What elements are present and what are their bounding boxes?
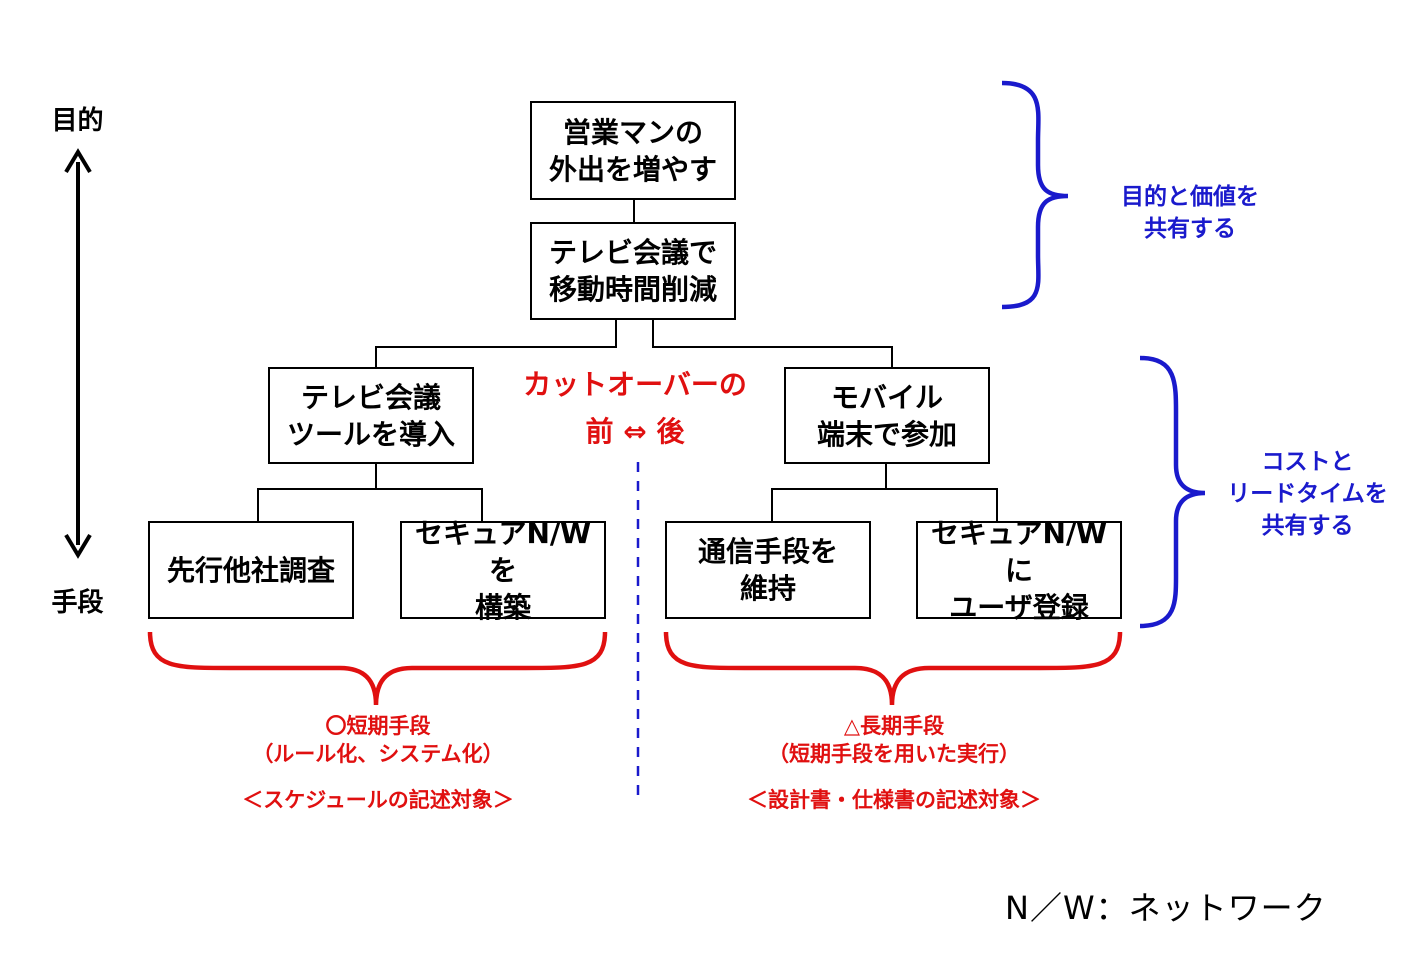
purpose-brace — [1001, 80, 1069, 310]
footnote-abbreviation: N／W：ネットワーク — [1005, 889, 1327, 927]
node-root: 営業マンの 外出を増やす — [530, 101, 736, 200]
long-term-scope: ＜設計書・仕様書の記述対象＞ — [747, 788, 1041, 812]
cost-brace — [1139, 355, 1206, 629]
axis-top-label: 目的 — [51, 106, 104, 136]
node-level2: テレビ会議で 移動時間削減 — [530, 222, 736, 320]
cutover-before-after: 前 ⇔ 後 — [585, 415, 685, 448]
purpose-means-axis-arrow — [64, 148, 92, 559]
node-left-mid: テレビ会議 ツールを導入 — [268, 367, 474, 464]
node-leaf-2: セキュアN/Wを 構築 — [400, 517, 606, 624]
node-right-mid: モバイル 端末で参加 — [784, 367, 990, 464]
short-term-scope: ＜スケジュールの記述対象＞ — [242, 788, 514, 812]
long-term-brace — [663, 631, 1123, 706]
node-leaf-4: セキュアN/Wに ユーザ登録 — [916, 517, 1122, 624]
axis-bottom-label: 手段 — [51, 588, 104, 618]
purpose-brace-label: 目的と価値を 共有する — [1121, 184, 1259, 242]
long-term-detail: （短期手段を用いた実行） — [768, 742, 1020, 766]
short-term-brace — [147, 631, 608, 706]
long-term-title: △長期手段 — [843, 714, 945, 738]
short-term-detail: （ルール化、システム化） — [252, 742, 504, 766]
cutover-label: カットオーバーの — [523, 368, 747, 401]
cost-brace-label: コストと リードタイムを 共有する — [1227, 449, 1388, 539]
tree-connectors — [257, 200, 998, 522]
short-term-title: 〇短期手段 — [325, 714, 431, 738]
node-leaf-1: 先行他社調査 — [148, 521, 354, 619]
node-leaf-3: 通信手段を 維持 — [665, 521, 871, 619]
